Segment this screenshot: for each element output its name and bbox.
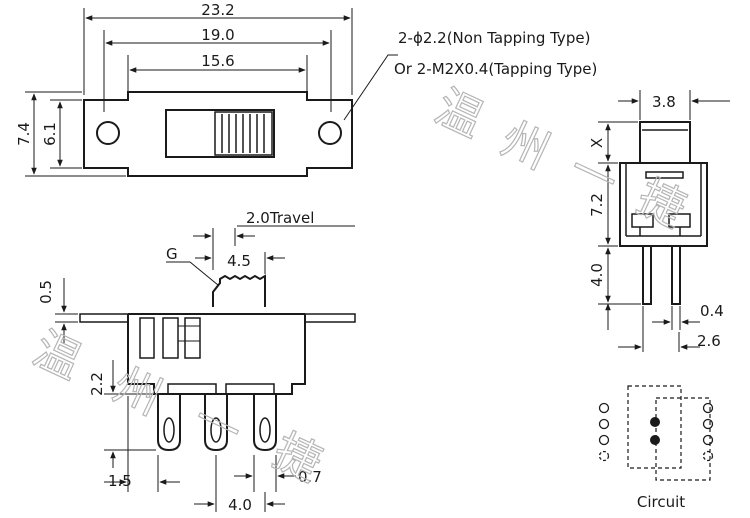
dim-pin-length: 4.0 xyxy=(588,263,606,287)
circuit-diagram xyxy=(598,385,714,481)
hole-note-line2: Or 2-M2X0.4(Tapping Type) xyxy=(394,60,597,78)
side-view xyxy=(598,90,730,352)
dim-flange-thickness: 0.5 xyxy=(37,280,55,304)
label-g: G xyxy=(166,245,178,263)
dim-actuator-x: X xyxy=(588,138,606,148)
dim-travel: 2.0Travel xyxy=(246,209,314,227)
top-view-labels: 23.2 19.0 15.6 7.4 6.1 2-ɸ2.2(Non Tappin… xyxy=(15,1,597,146)
hole-note-line1: 2-ɸ2.2(Non Tapping Type) xyxy=(398,29,590,47)
top-view xyxy=(25,8,398,177)
dim-inner-height: 6.1 xyxy=(41,122,59,146)
circuit-label: Circuit xyxy=(637,493,685,511)
dim-pin-height: 2.2 xyxy=(88,372,106,396)
side-view-labels: 3.8 X 7.2 4.0 0.4 2.6 xyxy=(588,93,724,350)
dim-overall-width: 23.2 xyxy=(201,1,234,19)
watermark-char: 州 xyxy=(105,357,170,425)
watermark-char: 一 xyxy=(561,141,626,209)
front-view-labels: 2.0Travel G 4.5 0.5 2.2 1.5 0.7 4.0 xyxy=(37,209,322,514)
dim-outer-height: 7.4 xyxy=(15,122,33,146)
watermark-char: 州 xyxy=(493,111,558,179)
dim-lug-width: 0.7 xyxy=(298,468,322,486)
dim-pin-thickness: 0.4 xyxy=(700,302,724,320)
dim-left-offset: 1.5 xyxy=(108,472,132,490)
watermark-char: 温 xyxy=(427,79,492,147)
dim-pin-pitch: 4.0 xyxy=(228,496,252,514)
dim-knob-width: 4.5 xyxy=(227,252,251,270)
dim-hole-span: 19.0 xyxy=(201,26,234,44)
dim-body-length: 15.6 xyxy=(201,52,234,70)
watermark-char: 温 xyxy=(25,321,90,389)
dim-pin-spacing: 2.6 xyxy=(697,332,721,350)
watermark-char: 一 xyxy=(185,391,250,459)
dim-body-height: 7.2 xyxy=(588,193,606,217)
front-view xyxy=(55,225,356,512)
dim-side-width: 3.8 xyxy=(652,93,676,111)
